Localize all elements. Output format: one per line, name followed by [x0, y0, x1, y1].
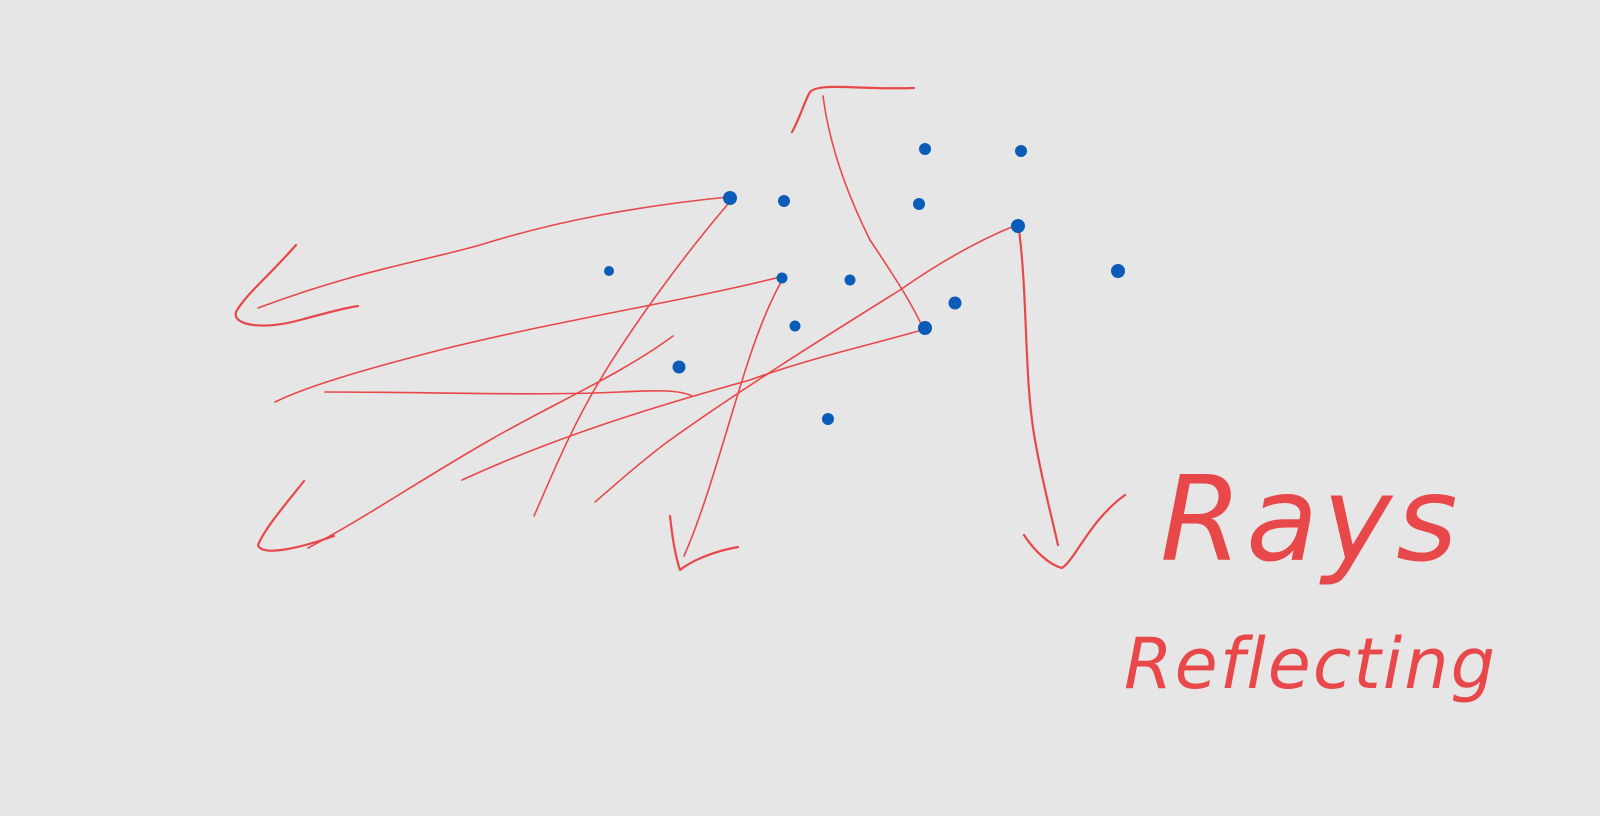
ray-left-lower [256, 335, 674, 552]
ray-down-right-line [1017, 228, 1060, 547]
ray-diagonal-long-line [594, 225, 1015, 503]
ray-left-middle-line [274, 276, 781, 403]
particle [919, 143, 931, 155]
ray-up-line [822, 95, 923, 327]
particle [1015, 145, 1027, 157]
particle [1011, 219, 1025, 233]
ray-lower-left-long [461, 329, 923, 481]
subtitle-label: Reflecting [1124, 623, 1497, 705]
particle [789, 320, 801, 332]
particle [918, 321, 932, 335]
particle [604, 266, 614, 276]
ray-up [790, 85, 923, 327]
arrowhead-up [790, 85, 916, 134]
title-label: Rays [1160, 450, 1462, 588]
particle [844, 274, 856, 286]
ray-down-left-line [533, 203, 729, 517]
particle [822, 413, 834, 425]
ray-down-center-line [683, 281, 782, 557]
arrowhead-left-upper [234, 243, 360, 327]
arrowhead-left-lower [256, 479, 336, 552]
ray-left-middle [274, 276, 781, 403]
particle [778, 195, 790, 207]
particle [1111, 264, 1125, 278]
ray-down-right [1017, 228, 1127, 570]
particle [723, 191, 737, 205]
ray-down-left [533, 203, 729, 517]
ray-left-lower-line [307, 335, 674, 549]
ray-left-upper [234, 196, 729, 327]
ray-left-upper-line [257, 196, 729, 309]
particle [913, 198, 925, 210]
particle [776, 272, 788, 284]
ray-left-middle-arrow-tail [324, 390, 693, 397]
ray-diagonal-long [594, 225, 1015, 503]
ray-lower-left-long-line [461, 329, 923, 481]
arrowhead-down-center [668, 514, 740, 572]
particle [948, 296, 962, 310]
arrowhead-down-right [1022, 493, 1127, 570]
particle [672, 360, 686, 374]
particles [604, 143, 1125, 425]
ray-down-center [668, 281, 782, 572]
